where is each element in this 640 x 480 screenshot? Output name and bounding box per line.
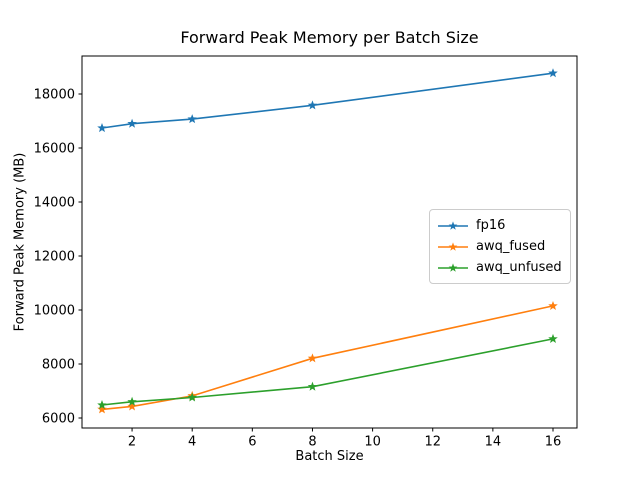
x-tick-label: 2 [128,435,136,450]
legend-marker-awq_unfused [448,262,458,272]
series-line-awq_fused [101,305,554,411]
chart-title: Forward Peak Memory per Batch Size [180,28,479,47]
x-tick-label: 8 [308,435,316,450]
series-line-awq_unfused [101,338,554,406]
x-axis-label: Batch Size [295,449,364,464]
data-point-marker-awq_fused [307,353,318,363]
legend-label-awq-fused: awq_fused [476,238,546,254]
legend-marker-fp16 [448,220,458,230]
x-tick-label: 16 [545,435,562,450]
data-point-marker-awq_fused [548,300,558,310]
data-point-marker-awq_unfused [127,396,137,406]
data-point-marker-awq_fused [97,404,107,414]
axes-spines [81,55,578,429]
data-point-marker-awq_unfused [307,381,318,391]
y-tick-label: 18000 [34,88,75,103]
legend: fp16 awq_fused awq_unfused [429,209,571,284]
y-tick-label: 12000 [34,250,75,265]
data-point-marker-fp16 [187,114,197,124]
data-point-marker-awq_unfused [187,392,197,402]
data-point-marker-fp16 [97,123,107,133]
legend-item-fp16: fp16 [437,215,562,236]
legend-item-awq-unfused: awq_unfused [437,257,562,278]
y-tick-label: 16000 [34,142,75,157]
x-tick-label: 14 [485,435,502,450]
x-tick-label: 4 [188,435,196,450]
y-tick-label: 8000 [42,358,75,373]
data-point-marker-awq_unfused [548,333,558,343]
legend-item-awq-fused: awq_fused [437,236,562,257]
y-tick-label: 14000 [34,196,75,211]
data-point-marker-fp16 [307,100,318,110]
y-tick-label: 10000 [34,304,75,319]
y-tick-label: 6000 [42,412,75,427]
data-point-marker-fp16 [127,118,137,128]
data-point-marker-awq_unfused [97,400,107,410]
awq-fused-line-sample-icon [438,241,468,251]
x-tick-label: 10 [364,435,381,450]
awq-unfused-line-sample-icon [438,262,468,272]
data-point-marker-fp16 [548,68,558,78]
x-tick-label: 12 [424,435,441,450]
series-line-fp16 [101,72,554,129]
x-tick-label: 6 [248,435,256,450]
legend-marker-awq_fused [448,241,458,251]
legend-label-awq-unfused: awq_unfused [476,259,562,275]
legend-label-fp16: fp16 [476,217,506,233]
data-point-marker-awq_fused [127,401,137,411]
fp16-line-sample-icon [438,220,468,230]
